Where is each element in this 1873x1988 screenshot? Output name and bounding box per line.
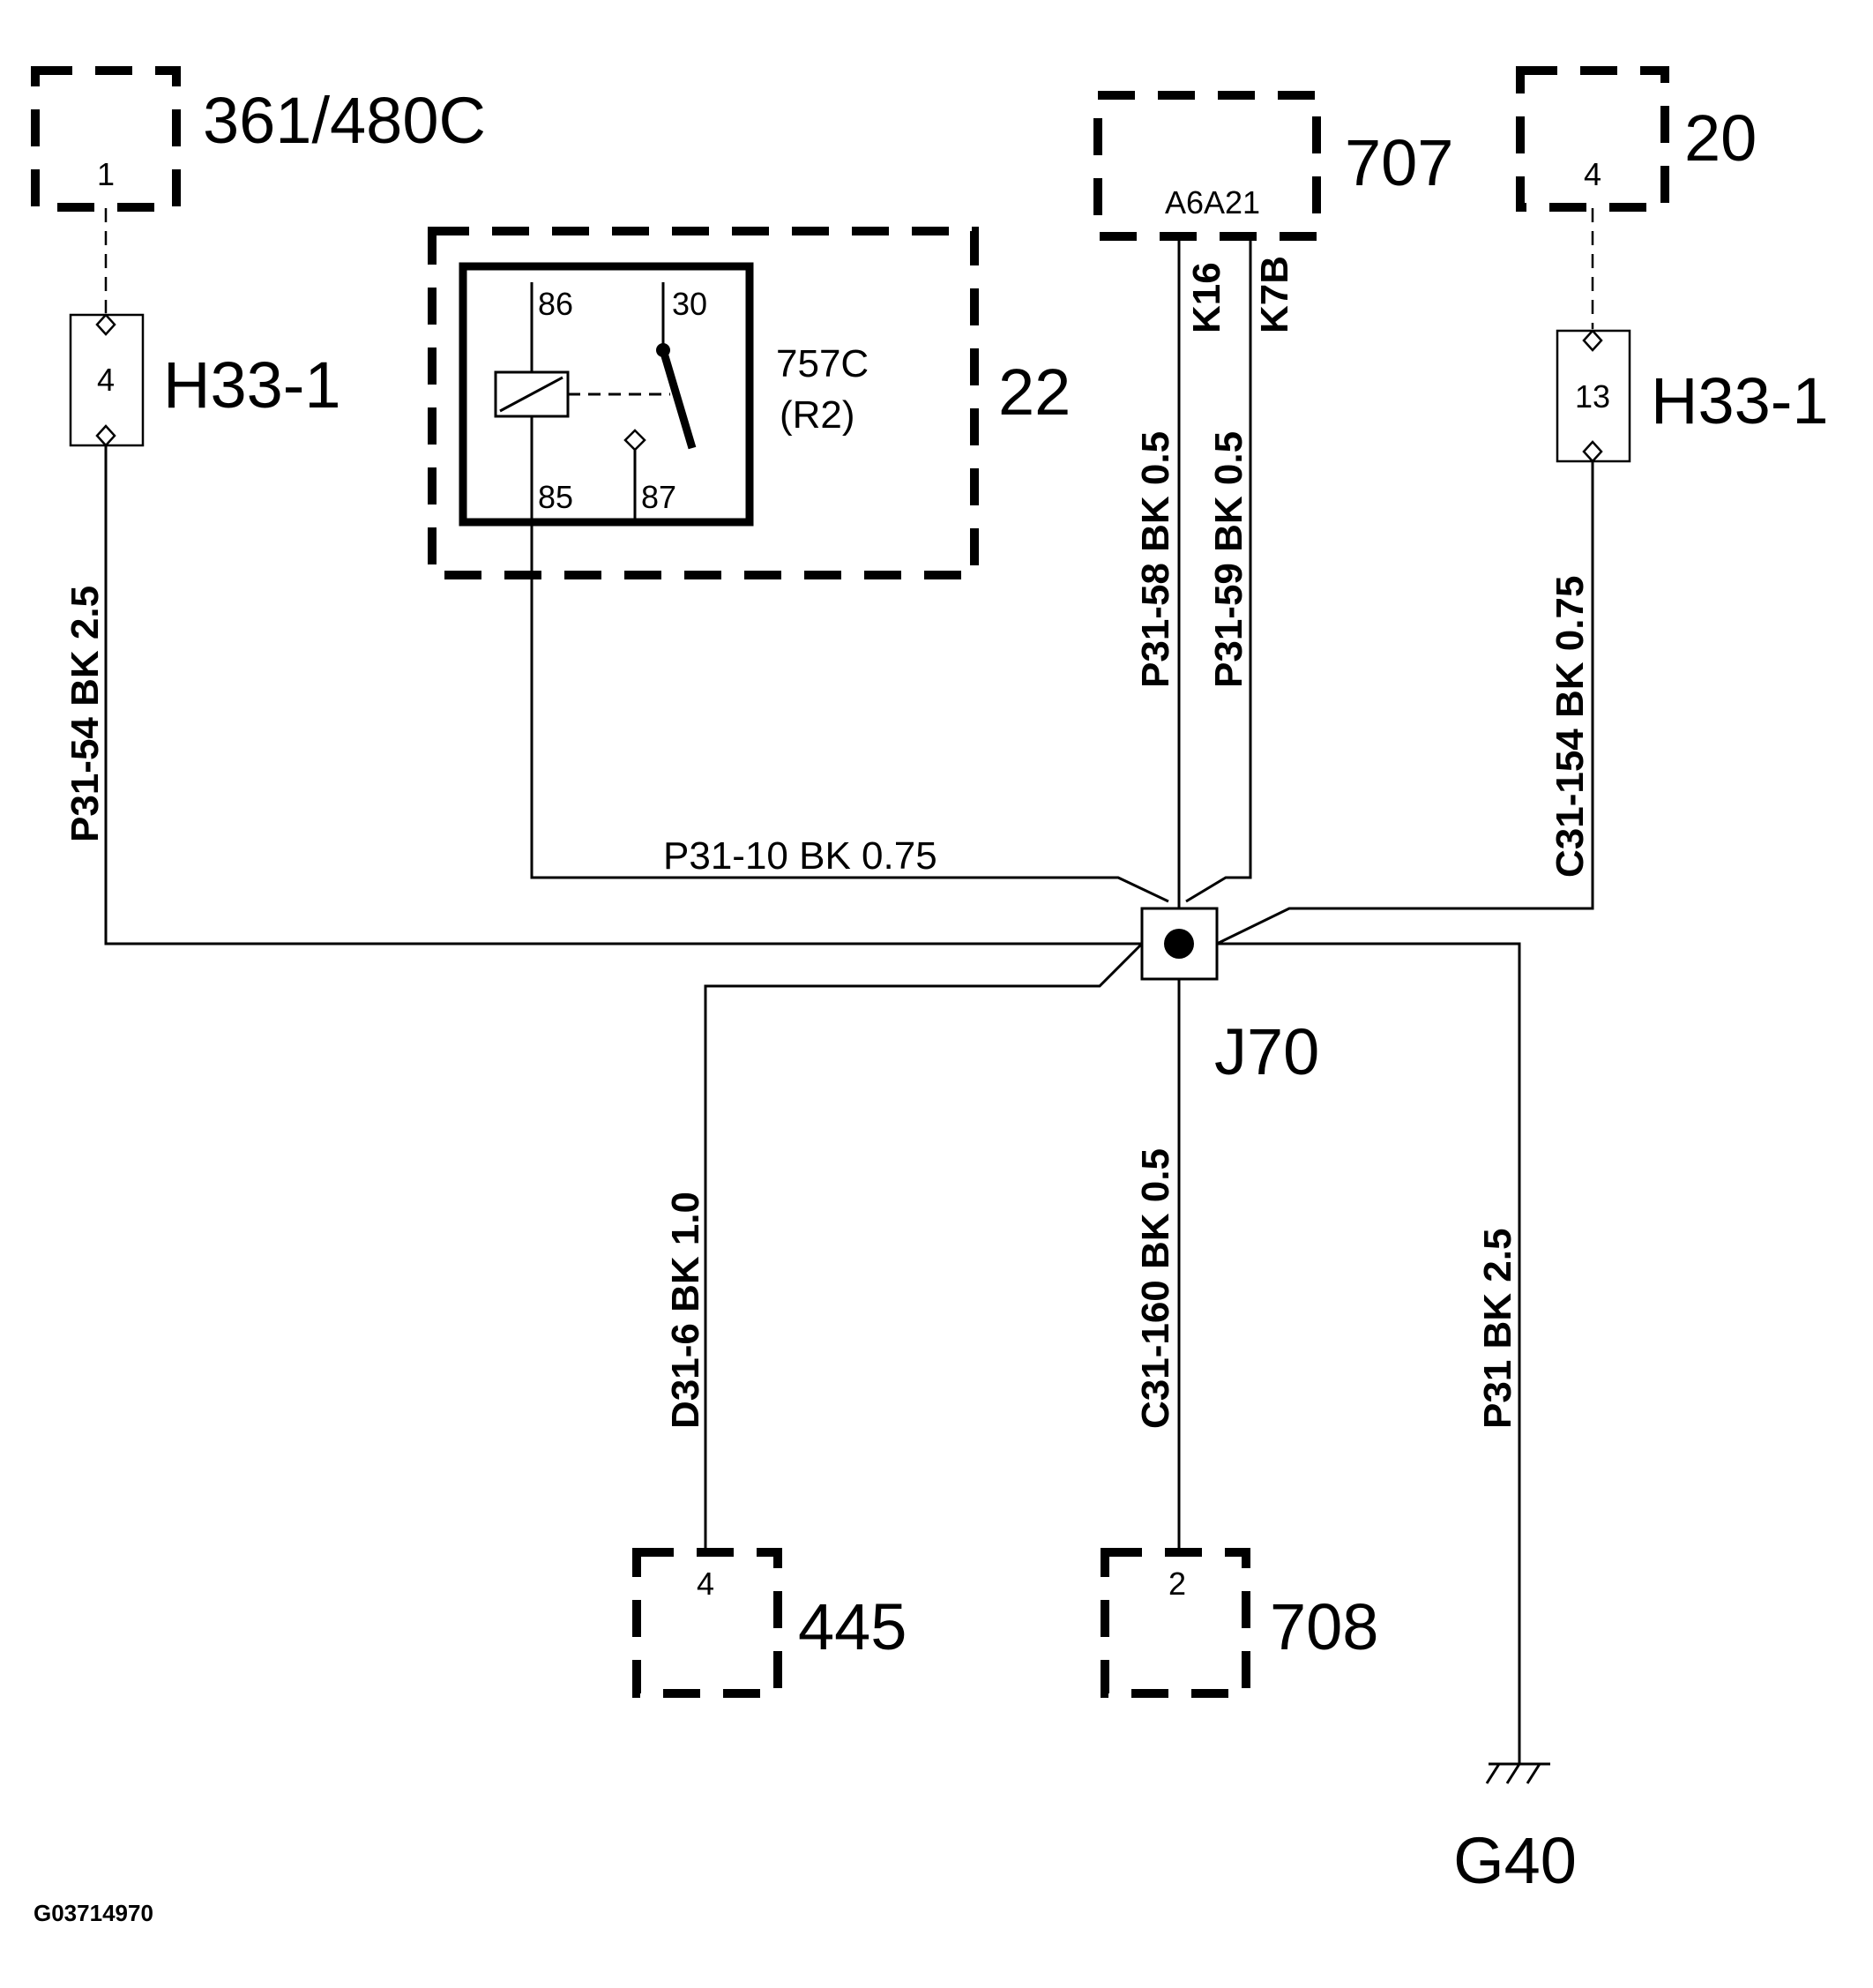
- wire-label-p31: P31 BK 2.5: [1476, 1229, 1519, 1429]
- relay-pin-87: 87: [641, 479, 676, 515]
- pin-marker-icon: [95, 313, 116, 336]
- wire-label-d31-6: D31-6 BK 1.0: [664, 1192, 707, 1429]
- wire-label-p31-59: P31-59 BK 0.5: [1207, 431, 1250, 688]
- component-707-pins: A6A21: [1165, 184, 1260, 220]
- component-708: 2 708: [1101, 1548, 1378, 1698]
- component-708-pin: 2: [1168, 1566, 1186, 1602]
- relay-name: 757C: [776, 342, 869, 385]
- relay-22: 86 30 85 87 757C (R2) 22: [428, 227, 1071, 579]
- wire-pin-k7b: K7B: [1253, 256, 1296, 333]
- wire-label-p31-54: P31-54 BK 2.5: [63, 586, 107, 842]
- ground-g40-label: G40: [1453, 1824, 1577, 1897]
- wire-label-p31-10: P31-10 BK 0.75: [663, 834, 937, 878]
- connector-h33-right: 13 H33-1: [1556, 329, 1829, 463]
- wire-d31-6: [704, 942, 1144, 1552]
- component-20: 4 20: [1516, 66, 1757, 212]
- relay-pin-30: 30: [672, 286, 707, 322]
- component-361-480c-label: 361/480C: [203, 84, 486, 157]
- figure-id: G03714970: [34, 1900, 153, 1926]
- splice-dot-icon: [1164, 929, 1194, 959]
- wire-p31: [1217, 942, 1521, 1764]
- wires: [104, 236, 1594, 1764]
- relay-label: 22: [998, 355, 1071, 429]
- wire-label-c31-160: C31-160 BK 0.5: [1134, 1148, 1177, 1429]
- pin-marker-icon: [1582, 329, 1603, 352]
- component-707: A6A21 707 K16 K7B: [1093, 91, 1453, 333]
- splice-j70: J70: [1140, 907, 1319, 1088]
- relay-sub: (R2): [780, 393, 855, 437]
- relay-contact-87-icon: [623, 429, 646, 452]
- wire-pin-k16: K16: [1185, 262, 1228, 333]
- splice-j70-label: J70: [1214, 1015, 1319, 1088]
- component-445: 4 445: [632, 1548, 907, 1698]
- connector-h33-right-label: H33-1: [1651, 364, 1829, 437]
- ground-g40: G40: [1453, 1762, 1577, 1897]
- component-445-pin: 4: [697, 1566, 714, 1602]
- component-361-480c-pin: 1: [97, 156, 115, 192]
- component-708-label: 708: [1270, 1590, 1378, 1663]
- wire-p31-54: [104, 445, 1142, 945]
- component-445-label: 445: [798, 1590, 907, 1663]
- wire-p31-10: [530, 520, 1169, 903]
- wire-label-c31-154: C31-154 BK 0.75: [1548, 576, 1592, 878]
- connector-h33-left-label: H33-1: [163, 348, 341, 422]
- component-361-480c: 1 361/480C: [31, 66, 486, 212]
- component-20-pin: 4: [1584, 156, 1601, 192]
- connector-h33-right-pin: 13: [1575, 378, 1610, 415]
- wire-label-p31-58: P31-58 BK 0.5: [1134, 431, 1177, 688]
- wire-p31-59: [1185, 236, 1252, 903]
- relay-pin-86: 86: [538, 286, 573, 322]
- component-20-label: 20: [1684, 101, 1757, 175]
- wire-c31-154: [1216, 461, 1594, 945]
- connector-h33-left: 4 H33-1: [69, 313, 341, 447]
- relay-switch-arm-icon: [659, 348, 697, 450]
- component-707-label: 707: [1345, 126, 1453, 199]
- relay-pin-85: 85: [538, 479, 573, 515]
- connector-h33-left-pin: 4: [97, 362, 115, 398]
